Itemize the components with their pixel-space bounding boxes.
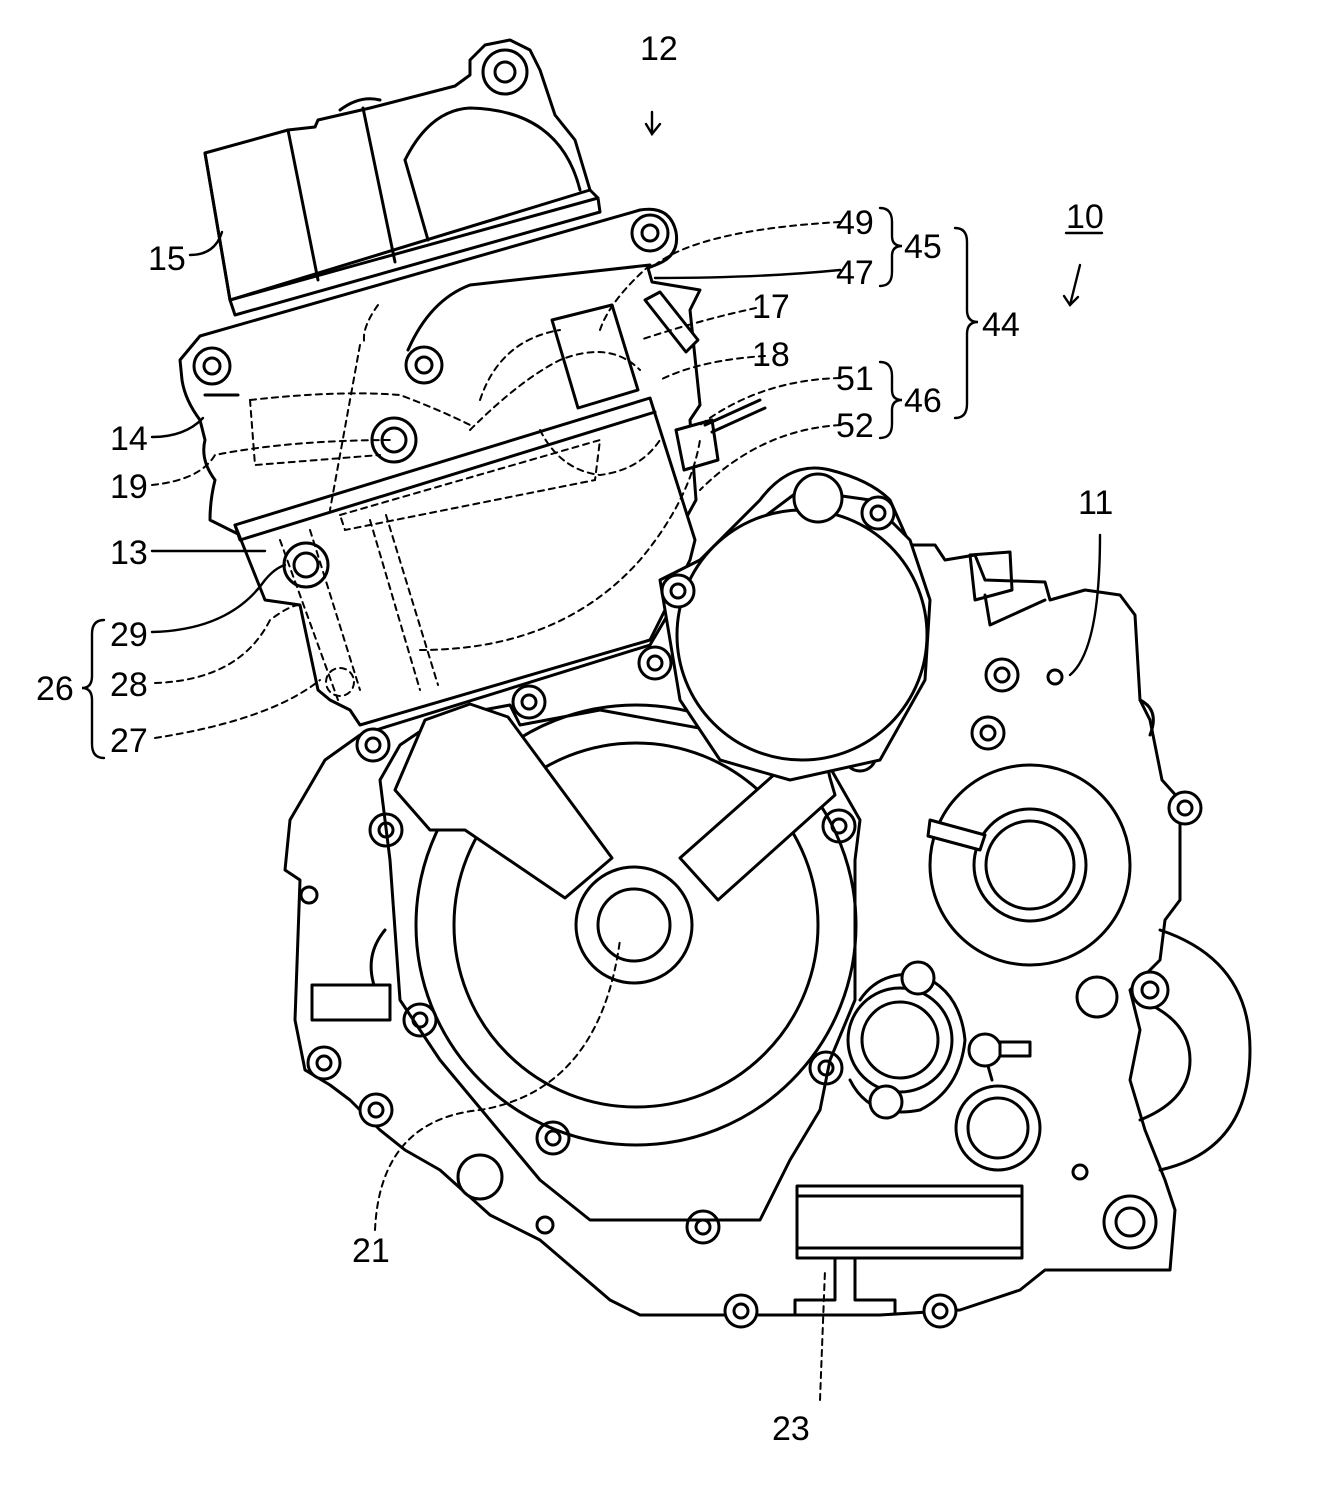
label-17: 17 xyxy=(752,288,790,326)
oil-strainer xyxy=(793,1184,1024,1315)
label-14: 14 xyxy=(110,420,148,458)
reference-labels: 10 11 12 13 14 15 17 18 19 21 23 26 27 2… xyxy=(36,30,1113,1448)
label-23: 23 xyxy=(772,1410,810,1448)
label-15: 15 xyxy=(148,240,186,278)
label-44: 44 xyxy=(982,306,1020,344)
label-11: 11 xyxy=(1078,484,1113,522)
label-12: 12 xyxy=(640,30,678,68)
clutch-cover xyxy=(378,702,862,1222)
label-19: 19 xyxy=(110,468,148,506)
balancer-assembly xyxy=(846,960,1042,1172)
leader-lines xyxy=(150,110,1102,1401)
label-49: 49 xyxy=(836,204,874,242)
label-47: 47 xyxy=(836,254,874,292)
label-46: 46 xyxy=(904,382,942,420)
label-18: 18 xyxy=(752,336,790,374)
hidden-lines xyxy=(249,264,701,651)
label-28: 28 xyxy=(110,666,148,704)
label-52: 52 xyxy=(836,407,874,445)
label-45: 45 xyxy=(904,228,942,266)
label-26: 26 xyxy=(36,670,74,708)
braces xyxy=(81,206,979,760)
starter-motor xyxy=(658,472,1047,782)
label-29: 29 xyxy=(110,616,148,654)
label-13: 13 xyxy=(110,534,148,572)
label-51: 51 xyxy=(836,360,874,398)
label-27: 27 xyxy=(110,722,148,760)
label-21: 21 xyxy=(352,1232,390,1270)
label-10: 10 xyxy=(1066,198,1104,236)
output-shaft xyxy=(926,763,1132,1019)
